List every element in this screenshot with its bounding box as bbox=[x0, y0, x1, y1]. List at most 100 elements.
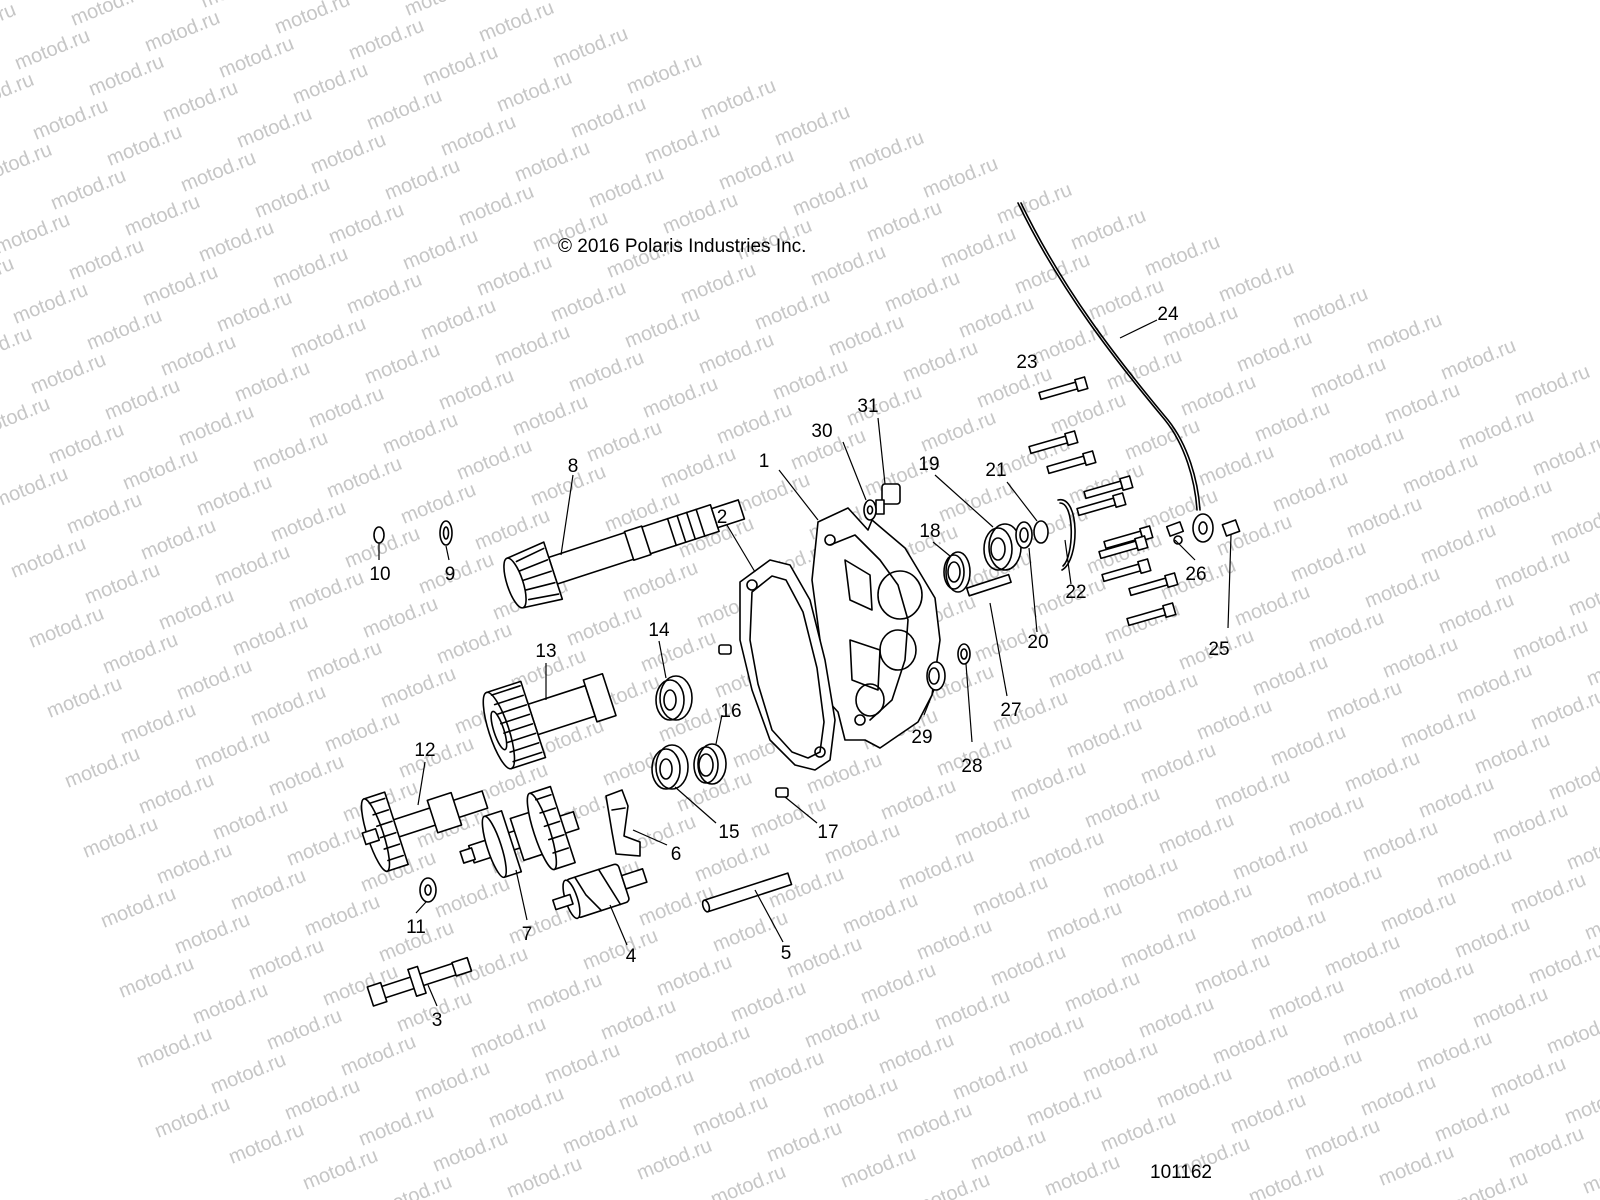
watermark-text: motod.ru bbox=[1154, 1063, 1235, 1113]
watermark-text: motod.ru bbox=[154, 839, 235, 889]
watermark-text: motod.ru bbox=[622, 303, 703, 353]
watermark-text: motod.ru bbox=[728, 977, 809, 1027]
part-3-shift-shaft[interactable] bbox=[366, 951, 474, 1010]
watermark-text: motod.ru bbox=[290, 59, 371, 109]
watermark-text: motod.ru bbox=[100, 629, 181, 679]
watermark-text: motod.ru bbox=[12, 25, 93, 75]
watermark-text: motod.ru bbox=[1192, 949, 1273, 999]
watermark-text: motod.ru bbox=[896, 845, 977, 895]
callout-13: 13 bbox=[535, 641, 556, 662]
watermark-text: motod.ru bbox=[932, 985, 1013, 1035]
callout-23: 23 bbox=[1016, 352, 1037, 373]
watermark-text: motod.ru bbox=[1234, 327, 1315, 377]
part-22-circlip[interactable] bbox=[1057, 499, 1076, 571]
watermark-text: motod.ru bbox=[952, 801, 1033, 851]
part-17-dowel-pins[interactable] bbox=[718, 644, 789, 798]
watermark-text: motod.ru bbox=[1100, 853, 1181, 903]
part-29-bearing[interactable] bbox=[926, 661, 946, 691]
watermark-text: motod.ru bbox=[1342, 747, 1423, 797]
part-8-input-shaft[interactable] bbox=[498, 481, 751, 614]
part-25-screw[interactable] bbox=[1221, 519, 1241, 537]
part-4-shift-drum[interactable] bbox=[548, 856, 651, 923]
part-5-shift-rail[interactable] bbox=[701, 872, 793, 913]
watermark-text: motod.ru bbox=[1456, 405, 1537, 455]
watermark-text: motod.ru bbox=[568, 93, 649, 143]
part-2-gasket[interactable] bbox=[739, 559, 836, 771]
part-19-bearing[interactable] bbox=[983, 523, 1022, 571]
watermark-text: motod.ru bbox=[1474, 475, 1555, 525]
watermark-text: motod.ru bbox=[878, 775, 959, 825]
watermark-text: motod.ru bbox=[1376, 1141, 1457, 1191]
part-10-o-ring[interactable] bbox=[373, 526, 385, 544]
watermark-text: motod.ru bbox=[118, 699, 199, 749]
watermark-text: motod.ru bbox=[264, 1005, 345, 1055]
watermark-text: motod.ru bbox=[196, 217, 277, 267]
watermark-text: motod.ru bbox=[1082, 783, 1163, 833]
watermark-text: motod.ru bbox=[420, 41, 501, 91]
watermark-text: motod.ru bbox=[82, 559, 163, 609]
part-11-washer[interactable] bbox=[419, 877, 437, 903]
watermark-text: motod.ru bbox=[0, 0, 19, 49]
watermark-text: motod.ru bbox=[174, 655, 255, 705]
watermark-text: motod.ru bbox=[494, 67, 575, 117]
watermark-text: motod.ru bbox=[580, 925, 661, 975]
watermark-text: motod.ru bbox=[156, 585, 237, 635]
part-26-clip[interactable] bbox=[1165, 521, 1185, 545]
part-20-seal[interactable] bbox=[1015, 521, 1033, 549]
part-6-shift-fork[interactable] bbox=[605, 789, 641, 857]
watermark-text: motod.ru bbox=[920, 153, 1001, 203]
watermark-text: motod.ru bbox=[1228, 1089, 1309, 1139]
watermark-text: motod.ru bbox=[560, 1109, 641, 1159]
watermark-text: motod.ru bbox=[66, 235, 147, 285]
watermark-text: motod.ru bbox=[134, 1023, 215, 1073]
watermark-text: motod.ru bbox=[1288, 537, 1369, 587]
part-21-shim[interactable] bbox=[1033, 520, 1049, 544]
part-30-washer[interactable] bbox=[863, 499, 877, 521]
part-7-gear-cluster[interactable] bbox=[450, 782, 589, 895]
part-14-bearing[interactable] bbox=[655, 675, 693, 721]
part-23-bolts[interactable] bbox=[1028, 376, 1179, 628]
part-28-seal[interactable] bbox=[957, 643, 971, 665]
watermark-text: motod.ru bbox=[1046, 643, 1127, 693]
watermark-text: motod.ru bbox=[1042, 1151, 1123, 1200]
part-9-snap-ring[interactable] bbox=[439, 520, 453, 546]
part-18-bearing[interactable] bbox=[943, 551, 971, 593]
watermark-text: motod.ru bbox=[382, 155, 463, 205]
watermark-text: motod.ru bbox=[1068, 205, 1149, 255]
watermark-text: motod.ru bbox=[86, 51, 167, 101]
part-12-countershaft[interactable] bbox=[352, 763, 496, 875]
watermark-text: motod.ru bbox=[970, 871, 1051, 921]
watermark-text: motod.ru bbox=[1044, 897, 1125, 947]
watermark-text: motod.ru bbox=[104, 121, 185, 171]
part-31-bolt[interactable] bbox=[875, 483, 901, 515]
callout-1: 1 bbox=[759, 451, 770, 472]
callout-3: 3 bbox=[432, 1010, 443, 1031]
watermark-text: motod.ru bbox=[158, 331, 239, 381]
watermark-text: motod.ru bbox=[10, 279, 91, 329]
part-16-needle-bearing[interactable] bbox=[693, 743, 727, 785]
watermark-text: motod.ru bbox=[64, 489, 145, 539]
watermark-text: motod.ru bbox=[1048, 389, 1129, 439]
part-13-gear-shaft[interactable] bbox=[477, 657, 622, 772]
watermark-text: motod.ru bbox=[248, 681, 329, 731]
watermark-text: motod.ru bbox=[160, 77, 241, 127]
watermark-text: motod.ru bbox=[432, 873, 513, 923]
watermark-text: motod.ru bbox=[826, 311, 907, 361]
part-27-key[interactable] bbox=[965, 573, 1012, 597]
watermark-text: motod.ru bbox=[510, 391, 591, 441]
part-24-sensor-harness[interactable] bbox=[1017, 202, 1214, 543]
watermark-text: motod.ru bbox=[8, 533, 89, 583]
watermark-text: motod.ru bbox=[1508, 869, 1589, 919]
watermark-text: motod.ru bbox=[586, 163, 667, 213]
watermark-text: motod.ru bbox=[308, 129, 389, 179]
watermark-text: motod.ru bbox=[1400, 449, 1481, 499]
diagram-id: 101162 bbox=[1150, 1162, 1212, 1183]
watermark-text: motod.ru bbox=[438, 111, 519, 161]
watermark-text: motod.ru bbox=[1584, 641, 1600, 691]
watermark-text: motod.ru bbox=[120, 445, 201, 495]
watermark-text: motod.ru bbox=[286, 567, 367, 617]
callout-9: 9 bbox=[445, 564, 456, 585]
part-15-bearing[interactable] bbox=[651, 744, 689, 790]
watermark-text: motod.ru bbox=[474, 251, 555, 301]
